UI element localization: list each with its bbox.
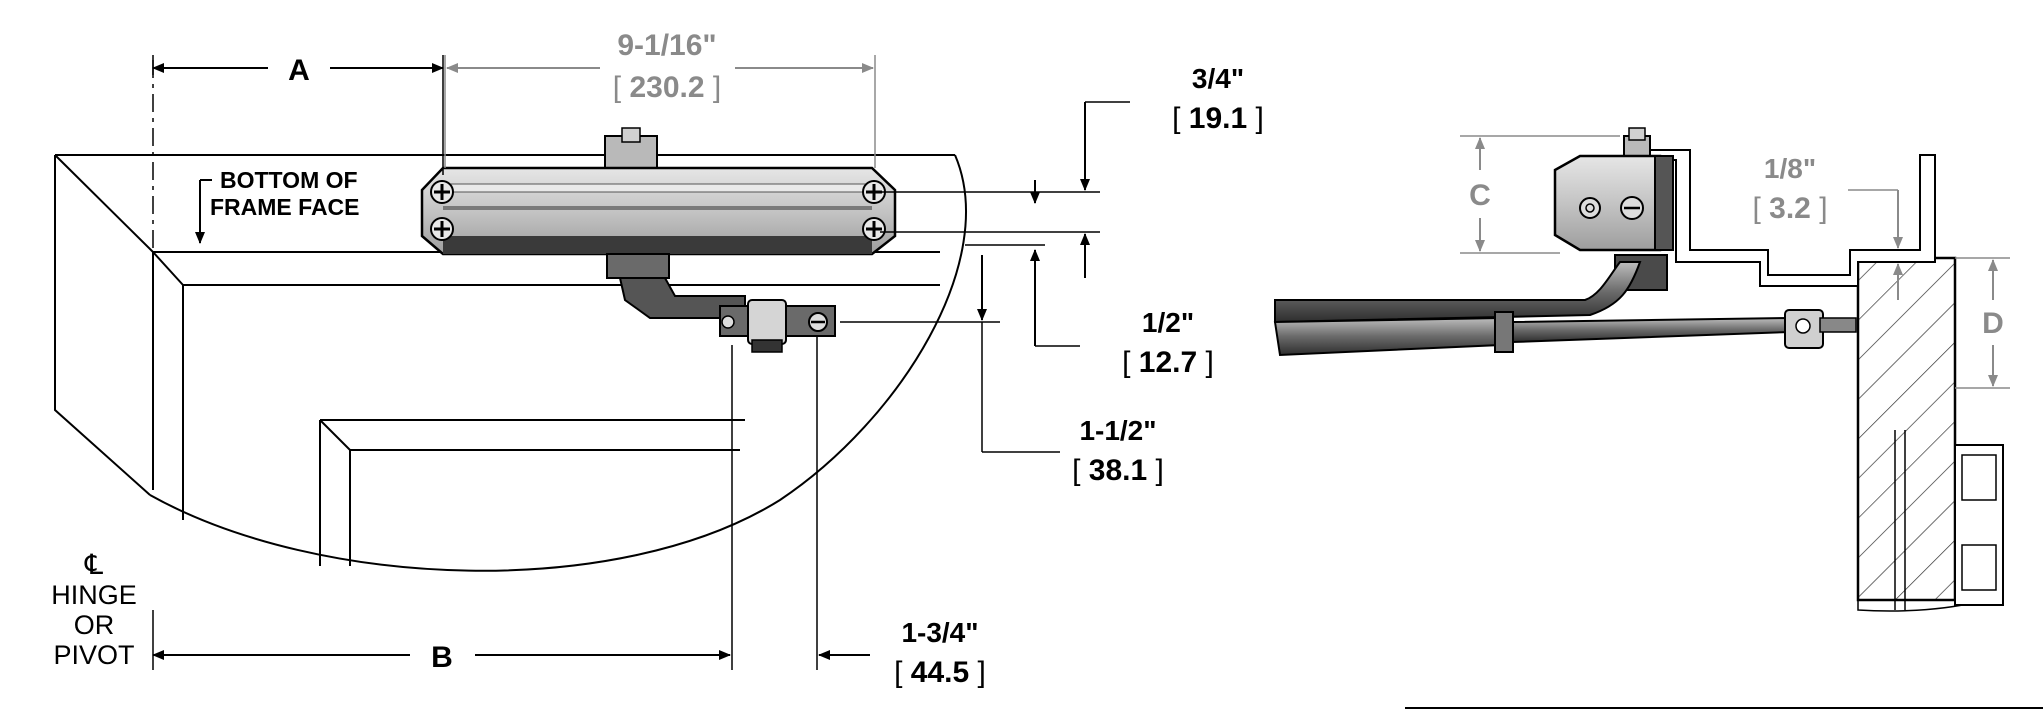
door-section (1856, 256, 2004, 612)
frame-face-line1: BOTTOM OF (220, 167, 358, 193)
closer-arm (606, 253, 836, 353)
frame-profile (1649, 149, 1936, 287)
frame-face-note: BOTTOM OF FRAME FACE (195, 167, 360, 244)
side-view: C 1/8" [ 3.2 ] D (1273, 127, 2043, 709)
body-length-metric: 230.2 (629, 71, 704, 104)
mid-offset-metric-group: [ 12.7 ] (1122, 346, 1214, 379)
dimension-gap: 1/8" [ 3.2 ] (1752, 153, 1903, 300)
dimension-D: D (1955, 257, 2010, 389)
door-frame-outline (54, 154, 967, 572)
hinge-label-line3: PIVOT (53, 640, 134, 670)
gap-metric: 3.2 (1769, 192, 1811, 225)
gap-imperial: 1/8" (1764, 153, 1816, 184)
mid-offset-metric: 12.7 (1139, 346, 1197, 379)
shoe-offset-imperial: 1-3/4" (901, 617, 978, 648)
top-offset-metric-group: [ 19.1 ] (1172, 102, 1264, 135)
dim-A-label: A (288, 54, 310, 87)
hinge-label-line1: HINGE (51, 580, 137, 610)
frame-face-line2: FRAME FACE (210, 194, 360, 220)
body-length-metric-group: [ 230.2 ] (613, 71, 721, 104)
dimension-C: C (1460, 135, 1620, 254)
dimension-top-offset: 3/4" [ 19.1 ] (880, 63, 1264, 278)
hinge-label-line2: OR (74, 610, 115, 640)
mid-offset-imperial: 1/2" (1142, 307, 1194, 338)
hinge-pivot-label: ℄ HINGE OR PIVOT (51, 549, 137, 670)
dim-B-label: B (431, 641, 453, 674)
shoe-drop-metric-group: [ 38.1 ] (1072, 454, 1164, 487)
front-view: A 9-1/16" [ 230.2 ] BOTTOM OF FRAME FACE… (51, 29, 1264, 689)
closer-arm-side (1273, 261, 1857, 357)
shoe-offset-metric-group: [ 44.5 ] (894, 656, 986, 689)
centerline-symbol: ℄ (84, 549, 103, 580)
closer-body (420, 127, 897, 256)
dimension-B: B 1-3/4" [ 44.5 ] (152, 335, 986, 689)
dimension-mid-offset: 1/2" [ 12.7 ] (965, 180, 1214, 379)
top-offset-metric: 19.1 (1189, 102, 1247, 135)
gap-metric-group: [ 3.2 ] (1752, 192, 1827, 225)
shoe-drop-metric: 38.1 (1089, 454, 1147, 487)
shoe-drop-imperial: 1-1/2" (1079, 415, 1156, 446)
body-length-imperial: 9-1/16" (617, 29, 716, 62)
top-offset-imperial: 3/4" (1192, 63, 1244, 94)
shoe-offset-metric: 44.5 (911, 656, 969, 689)
dimension-A: A (152, 54, 444, 175)
dimension-body-length: 9-1/16" [ 230.2 ] (444, 29, 876, 168)
dim-D-label: D (1982, 307, 2004, 340)
dim-C-label: C (1469, 179, 1491, 212)
dimension-shoe-drop: 1-1/2" [ 38.1 ] (840, 255, 1164, 487)
